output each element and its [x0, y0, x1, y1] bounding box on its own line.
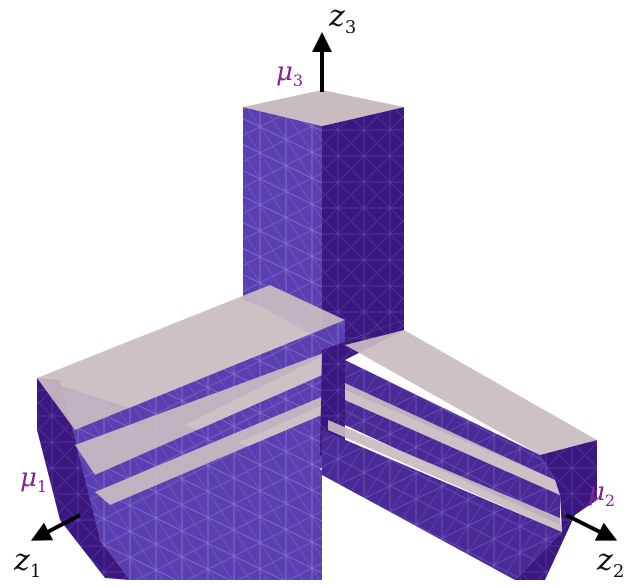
- axis-z3: z3: [312, 0, 356, 92]
- leg1-step-3-front: [110, 405, 345, 575]
- axis-z1: z1: [13, 513, 81, 582]
- leg1-top-step-3: [95, 387, 345, 505]
- leg2-end-face: [515, 440, 597, 580]
- column-z3: [243, 90, 404, 350]
- leg2-top-step-1: [345, 330, 597, 455]
- axis-z2: z2: [565, 513, 624, 582]
- leg2-top-step-2: [345, 383, 560, 495]
- axis-z1-label: z1: [13, 543, 41, 582]
- leg2-step-2-front: [345, 400, 560, 525]
- axis-z2-label: z2: [596, 543, 624, 582]
- axis-z2-arrow: [565, 513, 618, 541]
- leg2-step-1-front: [345, 360, 555, 480]
- column-right-face: [322, 107, 404, 350]
- mu3-label: μ3: [276, 57, 303, 90]
- leg-z1: [37, 285, 345, 580]
- column-top-face: [243, 90, 404, 126]
- axis-z3-label: z3: [328, 0, 356, 38]
- leg1-top-step-2: [75, 345, 345, 475]
- mu2-label: μ2: [588, 477, 615, 510]
- leg-z2: [320, 320, 597, 580]
- leg2-top-step-3: [328, 420, 562, 532]
- mu1-label: μ1: [20, 463, 47, 496]
- leg1-end-face: [37, 378, 130, 580]
- column-inner-face: [270, 118, 322, 340]
- leg1-top-step-1: [37, 285, 345, 430]
- leg2-step-3-front: [322, 430, 562, 580]
- axis-z1-arrow: [30, 513, 81, 541]
